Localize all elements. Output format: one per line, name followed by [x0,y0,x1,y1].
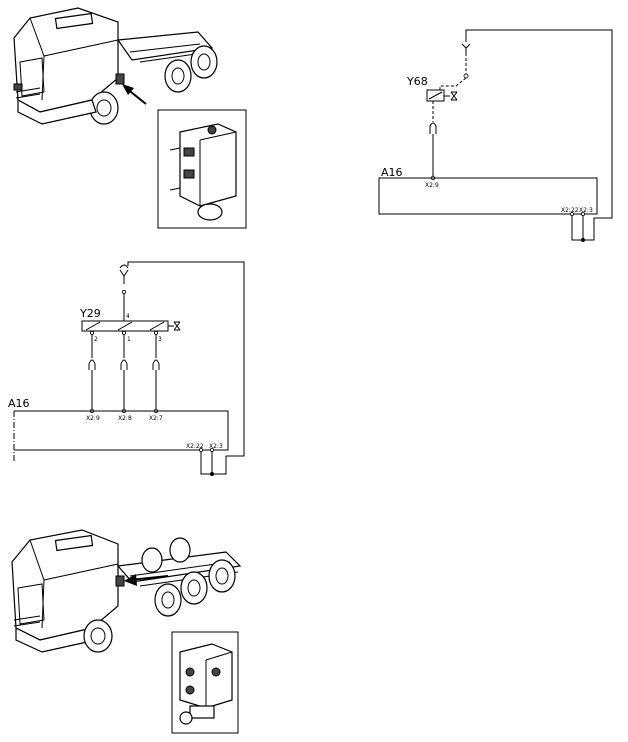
pin-x2-9-left: X2:9 [86,415,100,422]
y29-pin-3: 3 [158,336,162,343]
pin-x2-9-right: X2:9 [425,182,439,189]
pin-x2-7-left: X2:7 [149,415,163,422]
pin-x2-22-left: X2:22 [186,443,204,450]
truck-illustration-bottom [11,529,242,653]
y29-pin-1: 1 [127,336,131,343]
y68-label: Y68 [406,75,428,88]
a16-label-right: A16 [381,166,403,179]
pin-x2-3-left: X2:3 [209,443,223,450]
y29-pin-2: 2 [94,336,98,343]
a16-label-left: A16 [8,397,30,410]
pin-x2-3-right: X2:3 [579,207,593,214]
pin-x2-8-left: X2:8 [118,415,132,422]
y68-schematic: Y68 A16 X2:9 X2:22 X2:3 [378,29,613,242]
y29-label: Y29 [79,307,101,320]
pin-x2-22-right: X2:22 [561,207,579,214]
y29-schematic: Y29 4 2 1 3 A16 X2:9 X2:8 X2:7 X2:22 X2:… [8,261,245,476]
valve-detail-box-bottom [171,631,239,734]
truck-illustration-top [13,7,218,125]
y29-pin-4: 4 [126,313,130,320]
valve-detail-box-top [157,109,247,229]
